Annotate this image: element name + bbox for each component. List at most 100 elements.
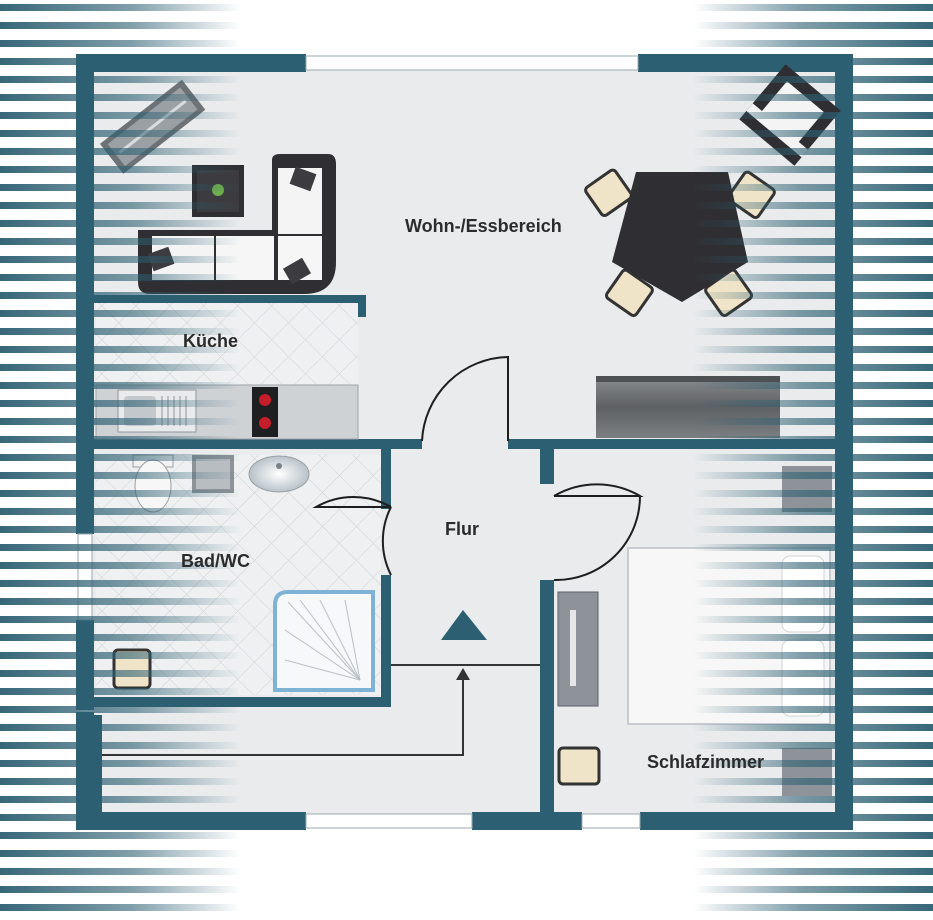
stripe-right [693, 166, 933, 173]
stripe-right [693, 274, 933, 281]
stripe-right [693, 148, 933, 155]
stripe-right [693, 436, 933, 443]
room-label-bedroom: Schlafzimmer [647, 752, 764, 772]
stripe-right [693, 40, 933, 47]
stripe-left [0, 868, 240, 875]
stripe-left [0, 58, 240, 65]
stripe-left [0, 292, 240, 299]
stripe-right [693, 22, 933, 29]
stripe-left [0, 886, 240, 893]
stripe-left [0, 274, 240, 281]
stripe-right [693, 634, 933, 641]
stripe-left [0, 742, 240, 749]
stripe-left [0, 112, 240, 119]
stripe-right [693, 868, 933, 875]
wardrobe [557, 591, 599, 707]
stripe-left [0, 688, 240, 695]
stripe-left [0, 40, 240, 47]
stripe-right [693, 886, 933, 893]
stripe-left [0, 814, 240, 821]
stripe-right [693, 688, 933, 695]
stripe-left [0, 238, 240, 245]
stripe-left [0, 256, 240, 263]
stripe-right [693, 220, 933, 227]
room-label-bath: Bad/WC [181, 551, 250, 571]
stripe-right [693, 346, 933, 353]
stripe-right [693, 796, 933, 803]
stripe-right [693, 94, 933, 101]
stripe-left [0, 76, 240, 83]
stripe-left [0, 778, 240, 785]
stripe-left [0, 706, 240, 713]
stripe-left [0, 508, 240, 515]
stripe-left [0, 454, 240, 461]
stripe-left [0, 94, 240, 101]
stripe-left [0, 472, 240, 479]
entrance-arrow-icon [441, 610, 487, 680]
stripe-right [693, 724, 933, 731]
stripe-left [0, 652, 240, 659]
stripe-left [0, 634, 240, 641]
stripe-right [693, 382, 933, 389]
stripe-left [0, 4, 240, 11]
windows [77, 55, 641, 829]
stripe-left [0, 526, 240, 533]
stripe-right [693, 76, 933, 83]
stripe-right [693, 508, 933, 515]
stripe-right [693, 400, 933, 407]
stripe-right [693, 130, 933, 137]
stripe-right [693, 652, 933, 659]
stripe-left [0, 580, 240, 587]
stripe-left [0, 310, 240, 317]
stripe-left [0, 364, 240, 371]
stripe-left [0, 328, 240, 335]
stripe-right [693, 706, 933, 713]
stripe-right [693, 742, 933, 749]
stripe-right [693, 184, 933, 191]
stripe-right [693, 526, 933, 533]
stripe-left [0, 346, 240, 353]
stripe-right [693, 454, 933, 461]
stripe-left [0, 904, 240, 911]
stripe-left [0, 130, 240, 137]
stripe-right [693, 238, 933, 245]
stripe-left [0, 22, 240, 29]
stripe-right [693, 418, 933, 425]
stripe-left [0, 796, 240, 803]
stripe-left [0, 850, 240, 857]
stripe-right [693, 544, 933, 551]
stripe-right [693, 328, 933, 335]
stripe-right [693, 310, 933, 317]
stripe-right [693, 814, 933, 821]
stripe-right [693, 670, 933, 677]
stripe-right [693, 4, 933, 11]
stripe-left [0, 166, 240, 173]
side-stripes [0, 4, 933, 911]
hall-lines [102, 664, 540, 756]
room-label-living: Wohn-/Essbereich [405, 216, 562, 236]
stripe-left [0, 436, 240, 443]
door-swings [312, 355, 644, 582]
stripe-right [693, 778, 933, 785]
stripe-left [0, 598, 240, 605]
washbasin [248, 455, 310, 493]
stripe-left [0, 670, 240, 677]
shower [273, 590, 375, 692]
stripe-left [0, 760, 240, 767]
stripe-left [0, 400, 240, 407]
stripe-right [693, 562, 933, 569]
stripe-right [693, 850, 933, 857]
stripe-left [0, 544, 240, 551]
stripe-right [693, 832, 933, 839]
stripe-right [693, 904, 933, 911]
stripe-left [0, 184, 240, 191]
stripe-left [0, 490, 240, 497]
stripe-left [0, 382, 240, 389]
room-labels: Wohn-/Essbereich Küche Bad/WC Flur Schla… [181, 216, 764, 772]
stripe-left [0, 418, 240, 425]
room-label-kitchen: Küche [183, 331, 238, 351]
stripe-left [0, 202, 240, 209]
stripe-right [693, 58, 933, 65]
stripe-left [0, 562, 240, 569]
stripe-left [0, 220, 240, 227]
